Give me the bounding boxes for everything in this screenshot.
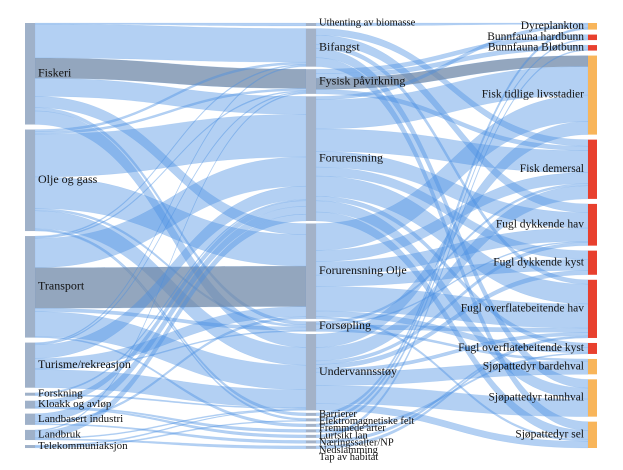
label-source-telekom: Telekommuniaksjon (38, 440, 128, 452)
label-pressure-naeringssalter: Næringssalter/NP (319, 438, 394, 449)
label-pressure-undervannsstoy: Undervannsstøy (319, 364, 397, 378)
label-pressure-nedslamming: Nedslamming (319, 445, 379, 456)
link-pt-naeringssalter-bunnfauna_blot (315, 49, 589, 439)
node-pressure-elektromagnetiske[interactable] (306, 418, 316, 422)
node-source-transport[interactable] (25, 236, 35, 338)
node-source-forskning[interactable] (25, 392, 35, 396)
label-pressure-barrierer: Barrierer (319, 409, 357, 420)
nodes-layer (25, 23, 597, 449)
node-target-dyreplankton[interactable] (588, 23, 597, 30)
label-target-dyreplankton: Dyreplankton (521, 20, 584, 32)
node-target-fugl_kyst[interactable] (588, 250, 597, 275)
label-source-kloakk: Kloakk og avløp (38, 398, 112, 410)
label-target-sjopattedyr_sel: Sjøpattedyr sel (515, 428, 584, 440)
label-pressure-uthenting: Uthenting av biomasse (319, 17, 416, 28)
label-pressure-forurensning: Forurensning (319, 150, 383, 164)
label-source-forskning: Forskning (38, 388, 83, 400)
label-source-fiskeri: Fiskeri (38, 66, 72, 80)
label-pressure-forsopling: Forsøpling (319, 318, 371, 332)
node-target-fisk_demersal[interactable] (588, 139, 597, 199)
node-pressure-lurtsikt[interactable] (306, 429, 316, 433)
node-pressure-fysisk[interactable] (306, 69, 316, 94)
node-target-fugl_overflate_hav[interactable] (588, 279, 597, 338)
node-source-telekom[interactable] (25, 445, 35, 449)
link-pt-lurtsikt-fugl_overflate_kyst (315, 352, 589, 433)
label-target-sjopattedyr_tann: Sjøpattedyr tannhval (489, 392, 585, 404)
label-pressure-forurensning_olje: Forurensning Olje (319, 263, 407, 277)
node-target-sjopattedyr_tann[interactable] (588, 379, 597, 417)
node-pressure-fremmede[interactable] (306, 423, 316, 427)
label-target-bunnfauna_hard: Bunnfauna hardbunn (487, 31, 584, 43)
label-target-fugl_kyst: Fugl dykkende kyst (493, 256, 585, 268)
node-pressure-bifangst[interactable] (306, 28, 316, 67)
label-source-turisme: Turisme/rekreasjon (38, 357, 131, 371)
node-target-fugl_hav[interactable] (588, 203, 597, 246)
node-pressure-forsopling[interactable] (306, 321, 316, 332)
node-source-landbasert[interactable] (25, 413, 35, 425)
label-pressure-fysisk: Fysisk påvirkning (319, 73, 405, 87)
label-target-fugl_overflate_kyst: Fugl overflatebeitende kyst (458, 342, 585, 354)
link-sp-fiskeri-bifangst (34, 23, 307, 63)
links-layer (34, 22, 589, 450)
node-source-olje[interactable] (25, 129, 35, 232)
label-source-olje: Olje og gass (38, 172, 98, 186)
node-target-sjopattedyr_sel[interactable] (588, 421, 597, 448)
link-pt-fremmede-bunnfauna_hard (315, 38, 589, 428)
label-target-fisk_tidlige: Fisk tidlige livsstadier (482, 89, 584, 101)
label-source-landbruk: Landbruk (38, 428, 81, 440)
node-target-fisk_tidlige[interactable] (588, 55, 597, 135)
node-pressure-uthenting[interactable] (306, 23, 316, 26)
node-target-bunnfauna_blot[interactable] (588, 45, 597, 51)
label-source-transport: Transport (38, 279, 85, 293)
node-target-sjopattedyr_barde[interactable] (588, 358, 597, 375)
label-target-bunnfauna_blot: Bunnfauna Bløtbunn (488, 41, 584, 53)
node-source-fiskeri[interactable] (25, 23, 35, 125)
node-target-bunnfauna_hard[interactable] (588, 34, 597, 41)
node-source-kloakk[interactable] (25, 400, 35, 409)
label-pressure-elektromagnetiske: Elektromagnetiske felt (319, 416, 414, 427)
label-target-fugl_hav: Fugl dykkende hav (496, 218, 584, 230)
node-source-landbruk[interactable] (25, 429, 35, 441)
label-pressure-lurtsikt: Lurtsikt lan (319, 430, 368, 441)
label-pressure-fremmede: Fremmede arter (319, 423, 386, 434)
node-pressure-undervannsstoy[interactable] (306, 334, 316, 411)
label-source-landbasert: Landbasert industri (38, 413, 123, 425)
node-pressure-tap[interactable] (306, 445, 316, 449)
node-source-turisme[interactable] (25, 342, 35, 388)
link-sp-landbasert-nedslamming (34, 423, 307, 444)
node-pressure-forurensning_olje[interactable] (306, 223, 316, 319)
node-pressure-barrierer[interactable] (306, 412, 316, 416)
node-pressure-naeringssalter[interactable] (306, 434, 316, 438)
node-pressure-nedslamming[interactable] (306, 440, 316, 444)
label-target-fugl_overflate_hav: Fugl overflatebeitende hav (461, 303, 585, 315)
label-pressure-tap: Tap av habitat (319, 452, 378, 463)
label-target-sjopattedyr_barde: Sjøpattedyr bardehval (483, 360, 584, 372)
label-target-fisk_demersal: Fisk demersal (520, 163, 584, 175)
node-pressure-forurensning[interactable] (306, 96, 316, 221)
link-pt-undervannsstoy-sjopattedyr_tann (315, 385, 589, 417)
label-pressure-bifangst: Bifangst (319, 39, 360, 53)
node-target-fugl_overflate_kyst[interactable] (588, 342, 597, 354)
